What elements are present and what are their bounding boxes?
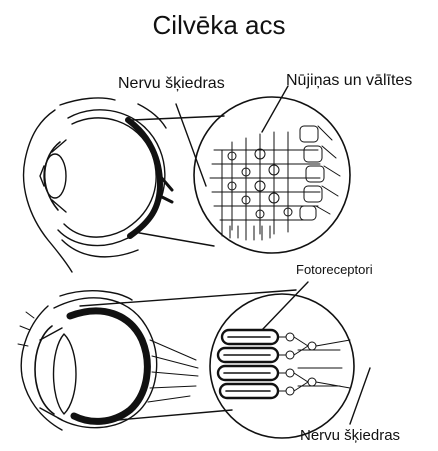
pointer-photoreceptors	[262, 282, 308, 330]
bottom-eye	[18, 291, 198, 430]
label-nerve-fibers-bottom: Nervu šķiedras	[300, 427, 400, 444]
label-nerve-fibers-top: Nervu šķiedras	[118, 75, 225, 93]
label-photoreceptors: Fotoreceptori	[296, 262, 373, 277]
pointer-rods-top	[262, 86, 288, 132]
zoom-line-top-lower	[134, 232, 214, 246]
bottom-retina-circle	[210, 294, 354, 438]
top-eye	[24, 98, 172, 272]
zoom-line-top-upper	[132, 116, 224, 120]
top-retina-circle	[194, 97, 350, 253]
label-rods-and-cones: Nūjiņas un vālītes	[286, 72, 412, 90]
